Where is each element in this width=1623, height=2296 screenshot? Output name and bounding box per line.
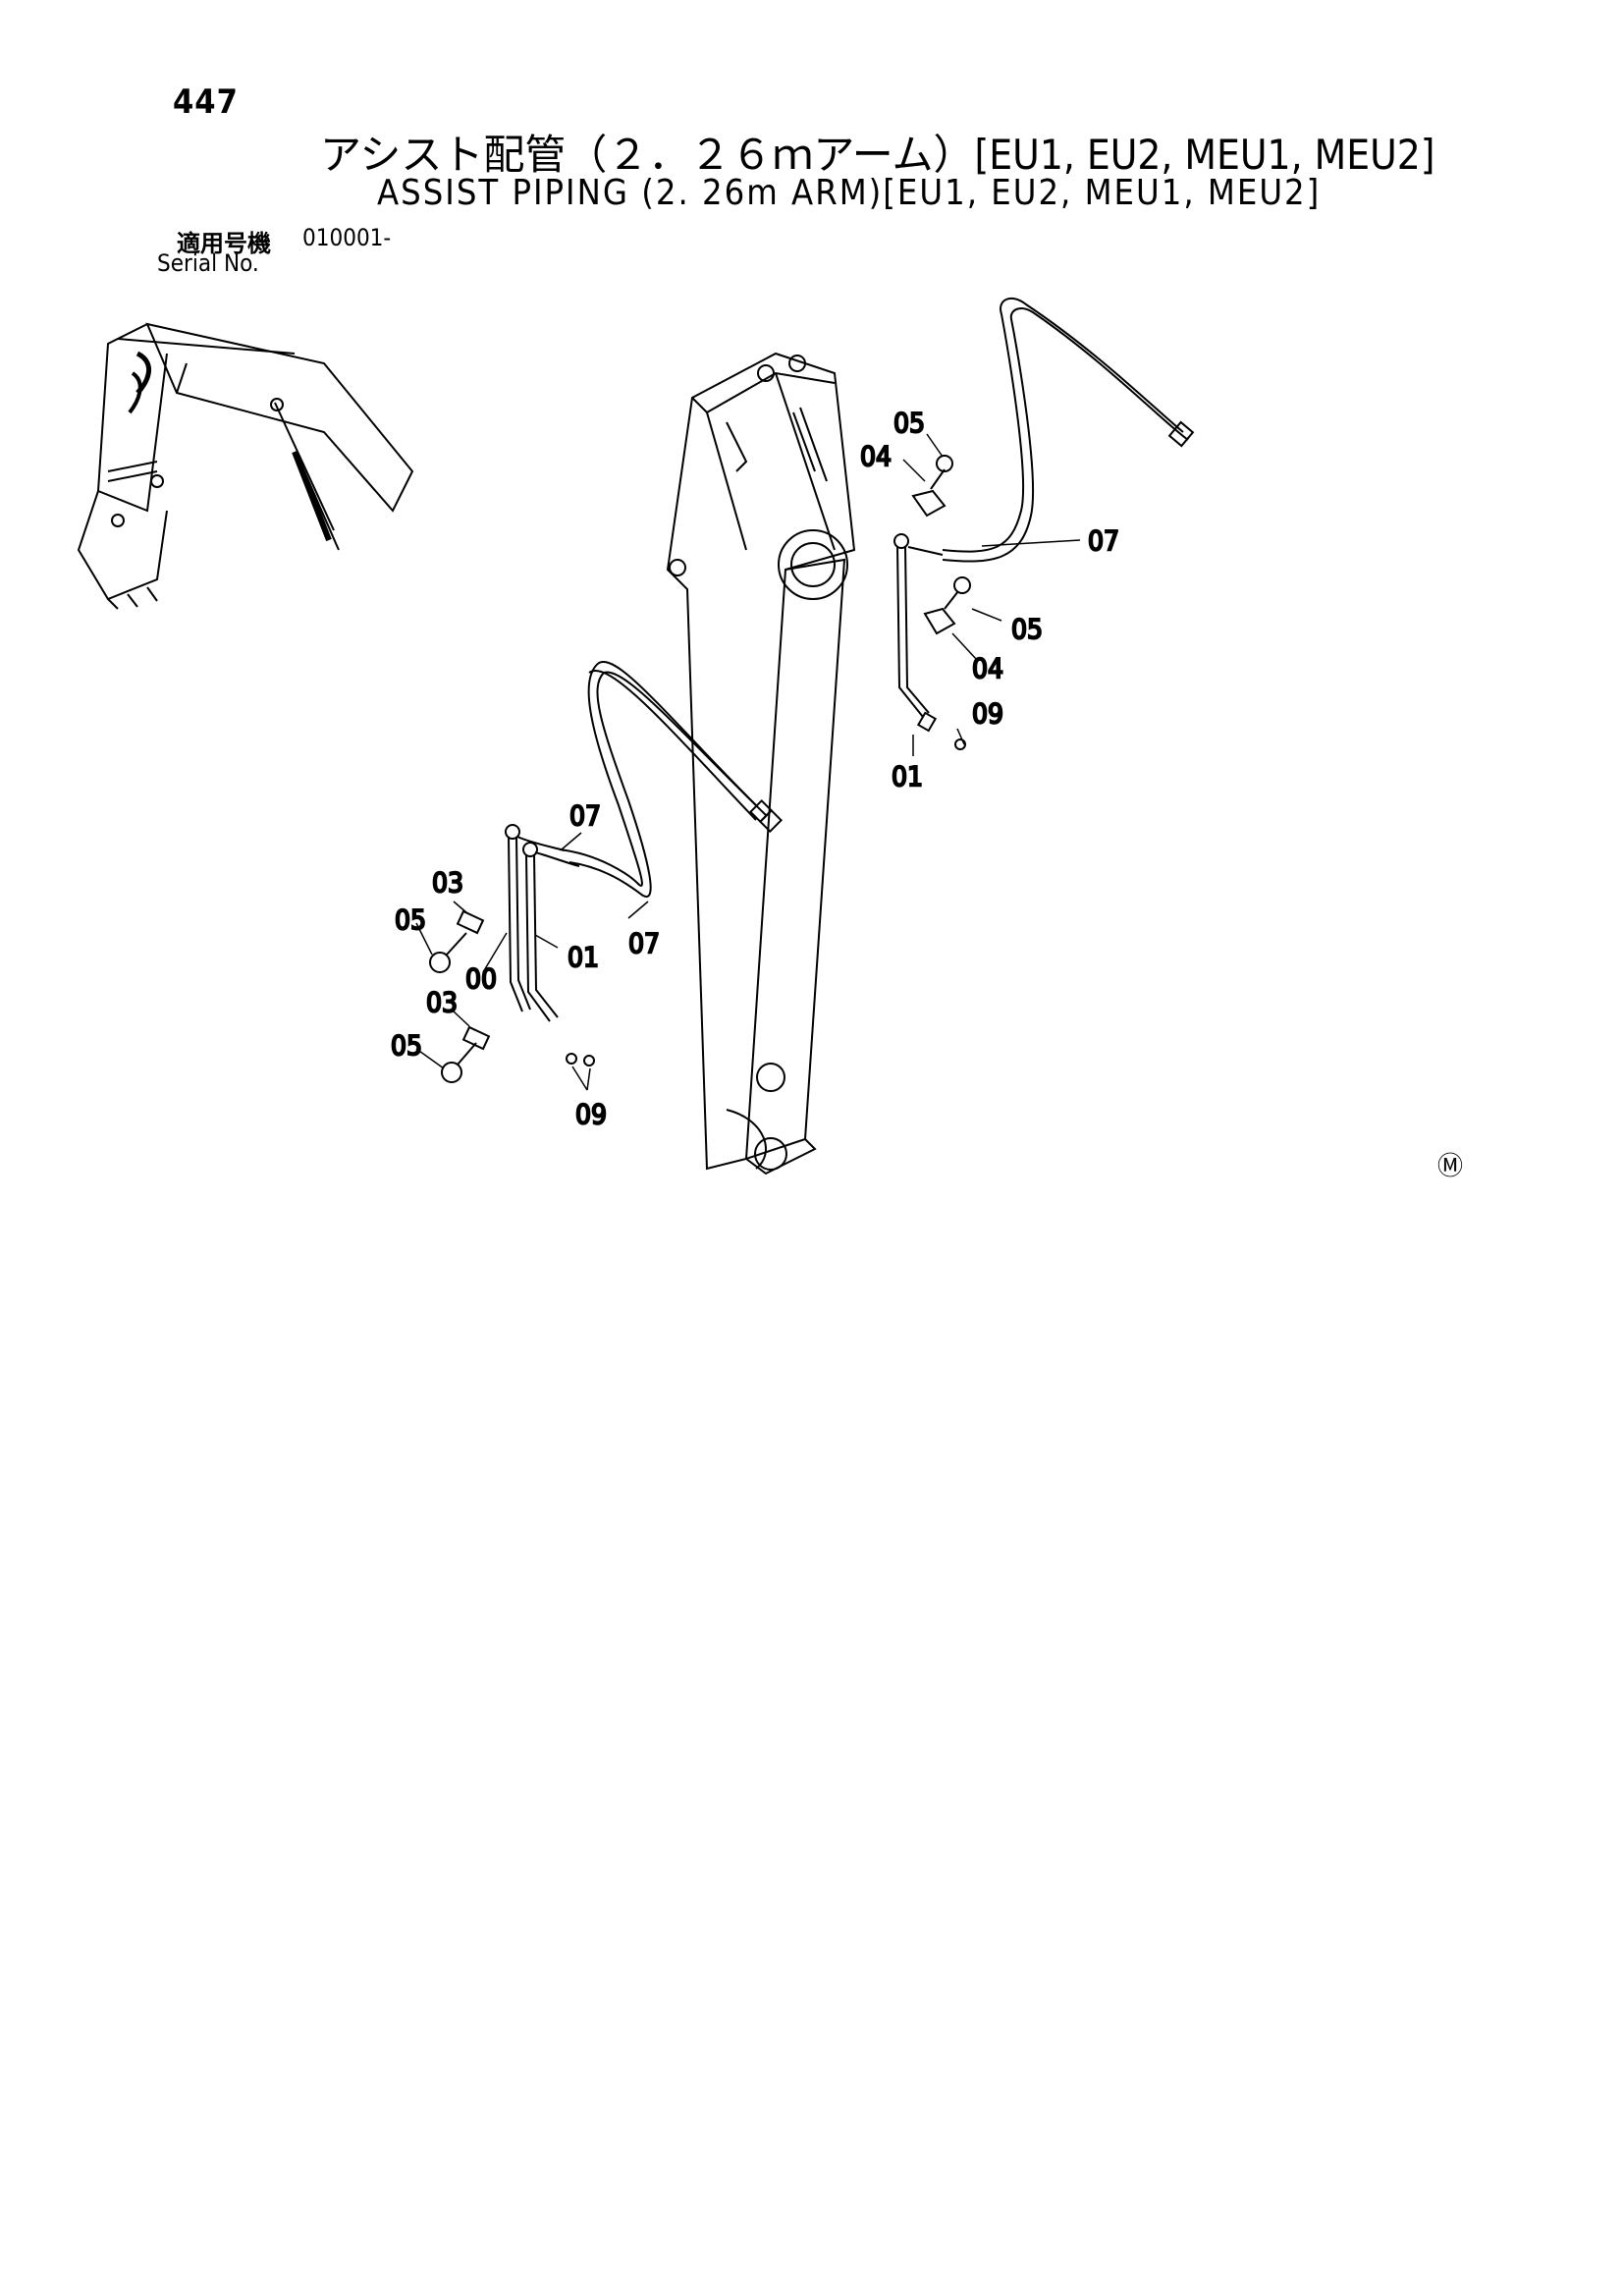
callout-05: 05 [893, 407, 925, 439]
hose-center [559, 661, 784, 899]
pipes-lower-left [429, 824, 595, 1083]
callout-01: 01 [568, 941, 599, 973]
callout-04: 04 [860, 440, 892, 472]
callout-05: 05 [395, 903, 426, 936]
callout-07: 07 [1088, 524, 1119, 557]
callout-05: 05 [1011, 613, 1043, 645]
callout-07: 07 [569, 799, 601, 832]
callout-01: 01 [892, 760, 923, 793]
page-title-japanese: アシスト配管（２．２６ｍアーム）[EU1, EU2, MEU1, MEU2] [320, 131, 1435, 179]
callout-04: 04 [972, 652, 1003, 684]
page-number: 447 [173, 82, 239, 122]
hose-upper-right [942, 297, 1195, 563]
callout-07: 07 [628, 927, 660, 959]
pipe-upper-right [893, 455, 971, 750]
serial-number-value: 010001- [302, 224, 392, 251]
callout-09: 09 [972, 697, 1003, 730]
callout-05: 05 [391, 1029, 422, 1062]
callout-labels: 05 04 07 05 04 09 01 07 07 03 05 00 01 0… [390, 406, 1120, 1131]
serial-label-japanese: 適用号機 [177, 230, 271, 257]
corner-mark: Ⓜ [1437, 1152, 1463, 1181]
excavator-arm-thumbnail [77, 322, 414, 610]
callout-03: 03 [426, 986, 458, 1018]
arm-structure [666, 352, 856, 1175]
callout-00: 00 [465, 962, 497, 995]
callout-03: 03 [432, 866, 463, 899]
callout-09: 09 [575, 1098, 607, 1130]
leader-lines [415, 433, 1081, 1091]
serial-label-english: Serial No. [157, 249, 259, 277]
page-title-english: ASSIST PIPING (2. 26m ARM)[EU1, EU2, MEU… [377, 173, 1322, 213]
